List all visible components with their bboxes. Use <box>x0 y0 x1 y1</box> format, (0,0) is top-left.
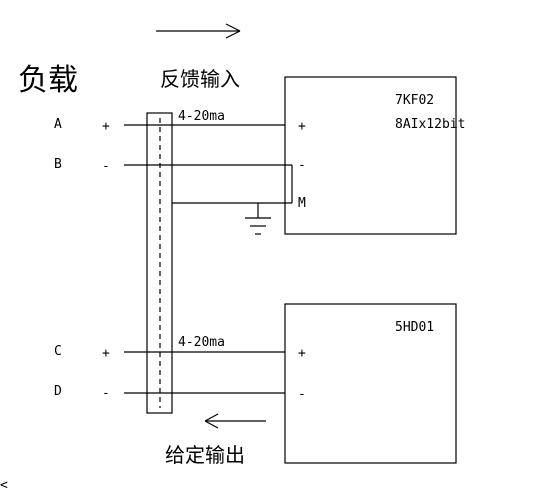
module-7kf02-name: 7KF02 <box>395 93 434 108</box>
feedback-input-label: 反馈输入 <box>160 67 240 91</box>
direction-arrow-right <box>156 23 241 39</box>
module-5hd01 <box>284 303 457 464</box>
module-7kf02-m: M <box>298 196 306 211</box>
module-5hd01-plus: + <box>298 346 306 361</box>
polarity-b: - <box>102 159 110 174</box>
corner-mark: < <box>0 478 8 492</box>
module-7kf02 <box>284 76 457 235</box>
module-7kf02-plus: + <box>298 119 306 134</box>
polarity-a: + <box>102 119 110 134</box>
module-7kf02-spec: 8AIx12bit <box>395 117 465 132</box>
terminal-a: A <box>54 117 62 132</box>
direction-arrow-left <box>204 413 266 429</box>
signal-range-top: 4-20ma <box>178 109 225 124</box>
signal-range-bottom: 4-20ma <box>178 335 225 350</box>
cable-shield <box>146 112 173 414</box>
polarity-c: + <box>102 346 110 361</box>
terminal-c: C <box>54 344 62 359</box>
polarity-d: - <box>102 386 110 401</box>
terminal-b: B <box>54 157 62 172</box>
ground-icon <box>245 203 271 235</box>
module-5hd01-minus: - <box>298 387 306 402</box>
module-5hd01-name: 5HD01 <box>395 320 434 335</box>
load-label: 负载 <box>18 63 78 98</box>
terminal-d: D <box>54 384 62 399</box>
module-7kf02-minus: - <box>298 158 306 173</box>
setpoint-output-label: 给定输出 <box>165 443 245 467</box>
